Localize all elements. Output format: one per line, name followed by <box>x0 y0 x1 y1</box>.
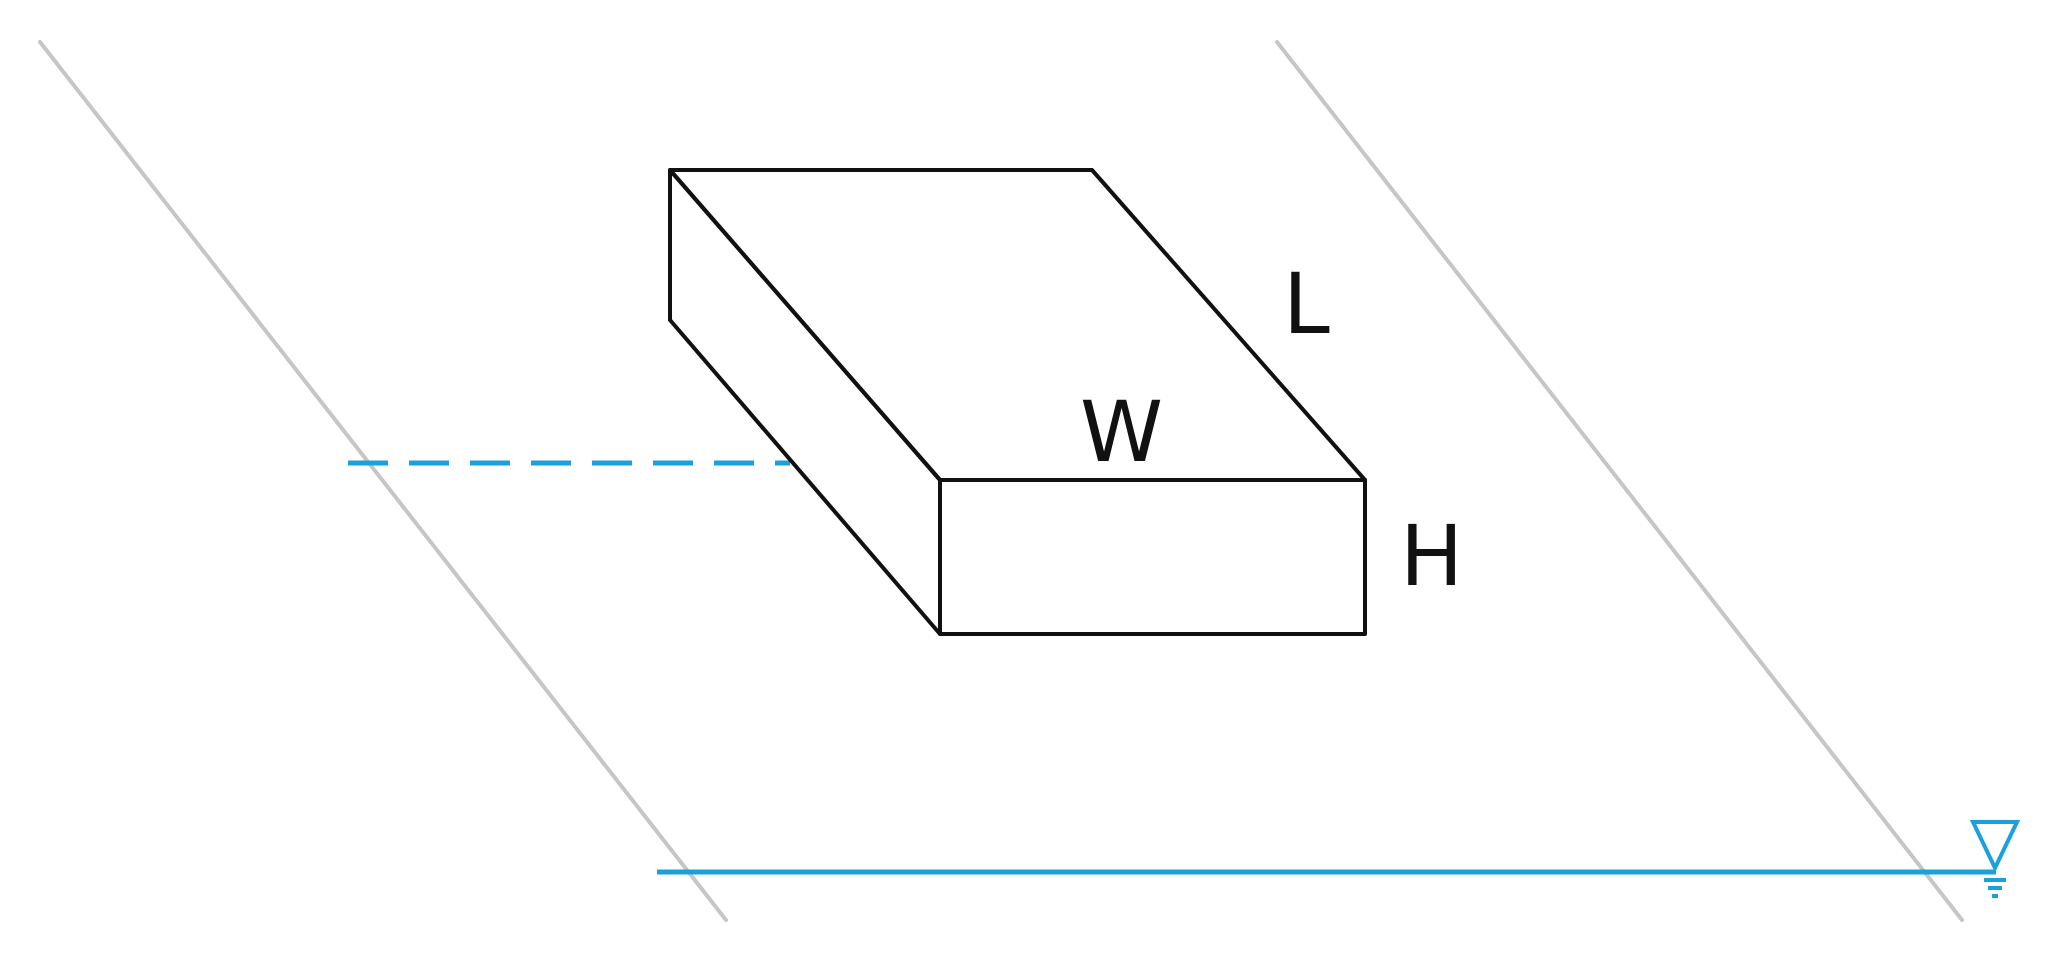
width-label: W <box>1080 383 1163 481</box>
water-level-icon <box>1969 820 2021 898</box>
block-front-face <box>938 478 1367 636</box>
length-label: L <box>1283 255 1330 353</box>
height-label: H <box>1400 507 1463 605</box>
right-inclined-guide-line <box>1275 40 1964 922</box>
block-top-face <box>668 168 1367 482</box>
rectangular-block <box>668 168 1367 636</box>
block-left-face <box>668 168 942 636</box>
left-inclined-guide-line <box>38 40 728 922</box>
